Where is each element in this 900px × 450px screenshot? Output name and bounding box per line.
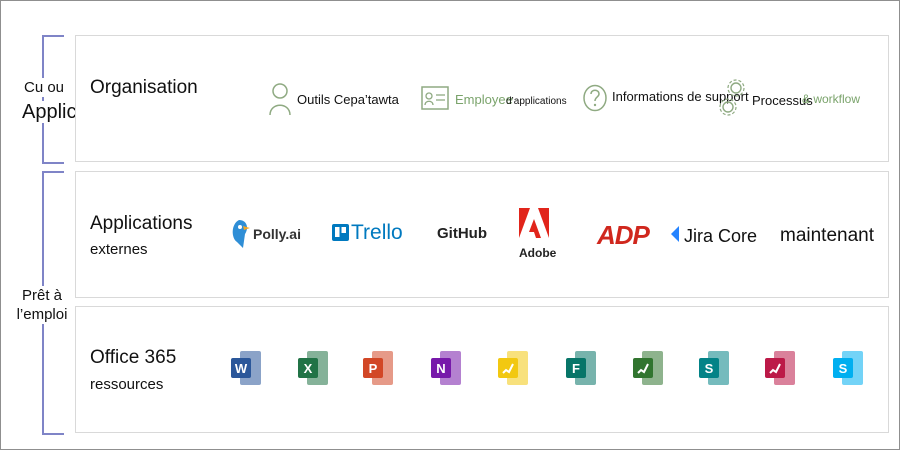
panel-externes (75, 171, 889, 298)
logo-trello: Trello (351, 221, 403, 244)
question-icon (582, 84, 608, 117)
tool-label-processus: Processus (752, 93, 813, 108)
row-subtitle-office: ressources (90, 376, 164, 393)
svg-text:N: N (436, 361, 445, 376)
row-title-organisation: Organisation (90, 77, 198, 98)
logo-adp: ADP (597, 220, 650, 250)
logo-jira: Jira Core (684, 226, 758, 246)
skype-icon: S (832, 350, 864, 386)
logo-more: maintenant (780, 225, 875, 246)
power-bi-icon (497, 350, 529, 386)
row-title-externes: Applications (90, 213, 193, 234)
stream-icon (764, 350, 796, 386)
logo-polly: Polly.ai (253, 226, 301, 242)
svg-text:X: X (304, 361, 313, 376)
planner-icon (632, 350, 664, 386)
forms-icon: F (565, 350, 597, 386)
logo-adobe: Adobe (519, 246, 557, 260)
panel-organisation (75, 35, 889, 162)
adobe-logo-icon (519, 208, 549, 245)
onenote-icon: N (430, 350, 462, 386)
word-icon: W (230, 350, 262, 386)
person-icon (268, 82, 292, 121)
row-title-office: Office 365 (90, 347, 177, 368)
tool-label-workflow: & workflow (802, 92, 861, 106)
logo-github: GitHub (437, 225, 487, 242)
sharepoint-icon: S (698, 350, 730, 386)
trello-logo-icon (332, 224, 349, 246)
powerpoint-icon: P (362, 350, 394, 386)
panel-office (75, 306, 889, 433)
gears-icon (718, 77, 748, 124)
svg-text:S: S (705, 361, 714, 376)
row-subtitle-externes: externes (90, 241, 148, 258)
bracket-custom (42, 35, 64, 164)
tool-label-support: Informations de support (612, 89, 749, 104)
label-ready: Prêt à l’emploi (14, 286, 70, 324)
svg-text:F: F (572, 361, 580, 376)
svg-text:P: P (369, 361, 378, 376)
tool-label-outils: Outils Cepa’tawta (297, 92, 399, 107)
id-card-icon (421, 86, 449, 115)
jira-logo-icon (670, 226, 680, 247)
tool-label-employee: Employee (455, 92, 513, 107)
polly-logo-icon (229, 218, 251, 255)
excel-icon: X (297, 350, 329, 386)
svg-text:S: S (839, 361, 848, 376)
tool-label-applications: d’applications (506, 96, 567, 107)
svg-text:W: W (235, 361, 248, 376)
label-custom-small: Cu ou (18, 78, 70, 97)
